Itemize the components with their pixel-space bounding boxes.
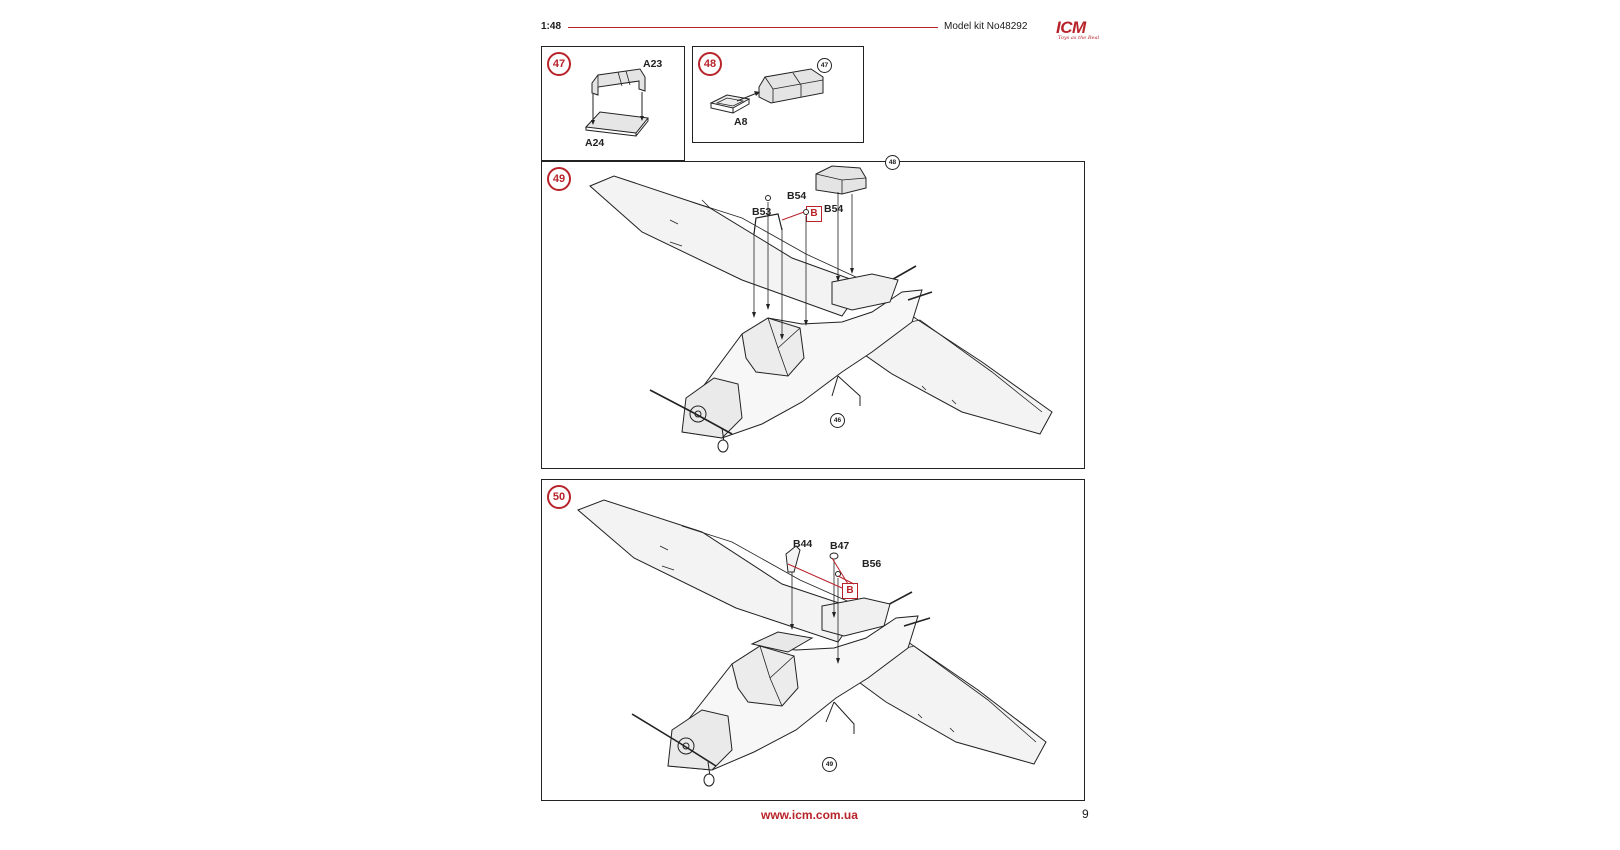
icm-logo: ICM Toys as the Real [1056, 18, 1100, 44]
part-label-b44: B44 [793, 538, 813, 550]
step-48-drawing [709, 68, 824, 114]
ref-step-47-badge: 47 [817, 58, 832, 73]
part-label-b47: B47 [830, 540, 850, 552]
step-number-48: 48 [698, 52, 722, 76]
step-47-panel: 47 A23 A24 [541, 46, 685, 161]
step-number-49: 49 [547, 167, 571, 191]
part-label-a24: A24 [585, 137, 605, 149]
step-number-47: 47 [547, 52, 571, 76]
scale-label: 1:48 [541, 21, 562, 32]
part-label-a8: A8 [734, 116, 748, 128]
ref-step-48-badge: 48 [885, 155, 900, 170]
header-rule [568, 27, 938, 28]
ref-step-46-badge: 46 [830, 413, 845, 428]
sprue-b-badge: B [842, 583, 858, 599]
logo-tagline: Toys as the Real [1058, 35, 1100, 41]
step-49-panel: 49 B54 B53 B54 B 48 46 [541, 155, 1085, 469]
part-label-b54-right: B54 [824, 203, 844, 215]
part-label-b54-top: B54 [787, 190, 807, 202]
step-49-aircraft-drawing [589, 165, 1053, 453]
model-kit-number: Model kit No48292 [944, 21, 1028, 32]
logo-wordmark: ICM [1056, 18, 1086, 37]
step-number-50: 50 [547, 485, 571, 509]
footer-website[interactable]: www.icm.com.ua [761, 808, 858, 822]
ref-step-49-badge: 49 [822, 757, 837, 772]
part-label-a23: A23 [643, 58, 663, 70]
step-48-panel: 48 47 A8 [692, 46, 864, 143]
page-number: 9 [1082, 807, 1089, 821]
part-label-b56: B56 [862, 558, 882, 570]
step-50-panel: 50 B44 B47 B56 B 49 [541, 479, 1085, 801]
part-label-b53: B53 [752, 206, 772, 218]
step-50-aircraft-drawing [577, 499, 1047, 787]
step-47-drawing [584, 68, 649, 137]
